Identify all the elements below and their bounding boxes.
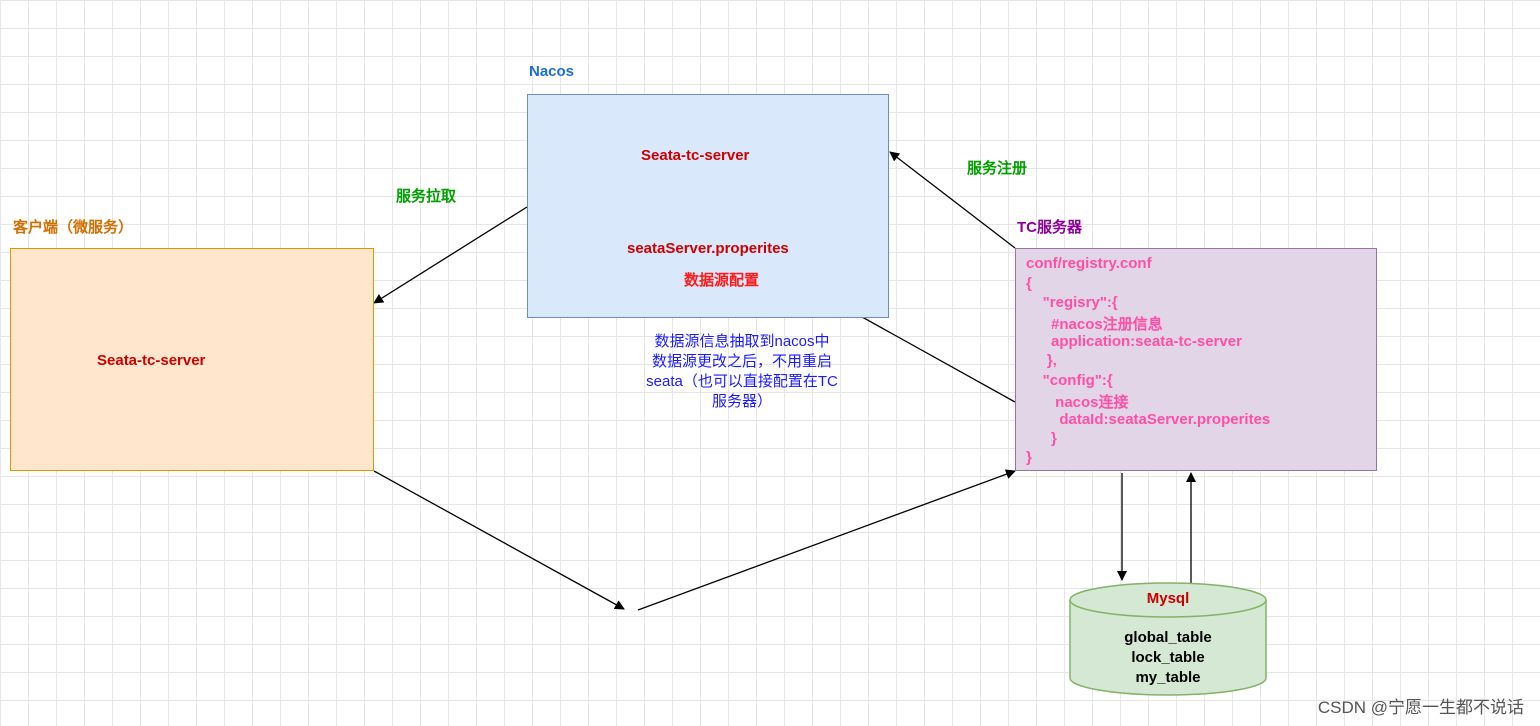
mysql-table-my: my_table (1135, 669, 1201, 686)
note-line: 数据源更改之后，不用重启 (651, 353, 832, 370)
tc-config-line: #nacos注册信息 (1026, 316, 1163, 333)
edge-label-pull: 服务拉取 (396, 188, 457, 205)
mysql-cylinder (1069, 582, 1267, 696)
tc-config-line: { (1026, 275, 1032, 292)
client-title: 客户端（微服务） (13, 219, 134, 236)
nacos-box: Seata-tc-server seataServer.properites 数… (527, 94, 889, 318)
tc-config-line: } (1026, 449, 1032, 466)
tc-title: TC服务器 (1017, 219, 1082, 236)
tc-config-line: application:seata-tc-server (1026, 333, 1242, 350)
arrow-client-to-mid (373, 470, 625, 610)
mysql-table-lock: lock_table (1131, 649, 1205, 666)
tc-config-line: dataId:seataServer.properites (1026, 411, 1271, 428)
tc-box: conf/registry.conf { "regisry":{ #nacos注… (1015, 248, 1377, 471)
mysql-title: Mysql (1146, 590, 1190, 607)
nacos-server-label: Seata-tc-server (641, 147, 750, 164)
edge-label-register: 服务注册 (967, 160, 1028, 177)
nacos-datasource-label: 数据源配置 (684, 272, 760, 289)
tc-config-line: "config":{ (1026, 372, 1113, 389)
tc-config-line: } (1026, 430, 1057, 447)
tc-config-line: nacos连接 (1026, 394, 1129, 411)
tc-config-line: "regisry":{ (1026, 294, 1118, 311)
arrow-nacos-to-client (373, 206, 528, 304)
arrow-mid-to-tc (637, 469, 1016, 611)
note-line: 服务器） (711, 393, 772, 410)
config-note: 数据源信息抽取到nacos中 数据源更改之后，不用重启 seata（也可以直接配… (612, 332, 872, 412)
nacos-props-label: seataServer.properites (627, 240, 789, 257)
client-inner-label: Seata-tc-server (97, 352, 206, 369)
note-line: 数据源信息抽取到nacos中 (654, 333, 830, 350)
mysql-table-global: global_table (1124, 629, 1212, 646)
client-box: Seata-tc-server (10, 248, 374, 471)
watermark: CSDN @宁愿一生都不说话 (1317, 698, 1524, 717)
tc-config-line: }, (1026, 352, 1057, 369)
arrow-tc-to-nacos-register (889, 151, 1016, 249)
note-line: seata（也可以直接配置在TC (646, 373, 838, 390)
nacos-title: Nacos (529, 63, 575, 80)
tc-config-line: conf/registry.conf (1026, 255, 1152, 272)
